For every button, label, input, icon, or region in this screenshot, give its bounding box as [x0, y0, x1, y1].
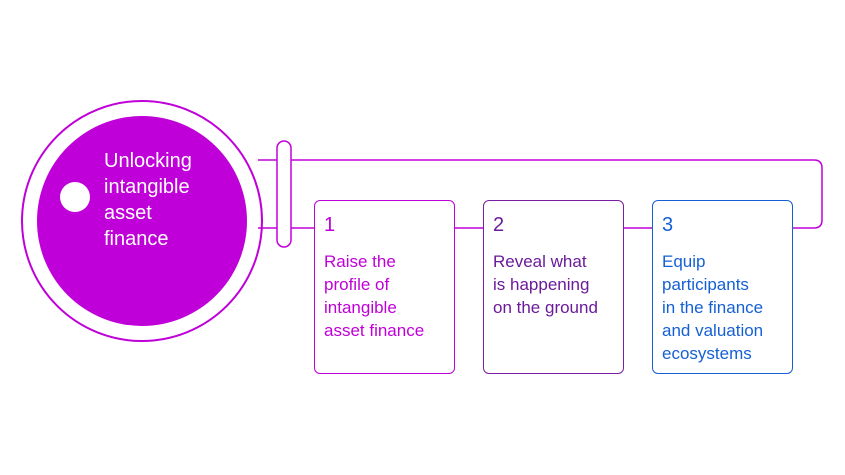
step-text-line: participants — [662, 273, 784, 296]
center-title-line: Unlocking — [104, 148, 244, 174]
step-text-line: on the ground — [493, 296, 615, 319]
step-text-line: in the finance — [662, 296, 784, 319]
step-number: 3 — [662, 213, 784, 237]
step-text-line: Raise the — [324, 250, 446, 273]
vertical-pill-bar — [277, 141, 291, 247]
step-text-line: profile of — [324, 273, 446, 296]
step-text-line: and valuation — [662, 319, 784, 342]
step-text: Reveal what is happening on the ground — [493, 250, 615, 319]
step-card-2: 2 Reveal what is happening on the ground — [483, 200, 624, 374]
step-card-1: 1 Raise the profile of intangible asset … — [314, 200, 455, 374]
step-text: Equip participants in the finance and va… — [662, 250, 784, 365]
step-number: 1 — [324, 213, 446, 237]
step-text-line: Reveal what — [493, 250, 615, 273]
step-number: 2 — [493, 213, 615, 237]
step-text-line: ecosystems — [662, 342, 784, 365]
step-text-line: is happening — [493, 273, 615, 296]
center-title-line: intangible — [104, 174, 244, 200]
center-title-line: asset — [104, 200, 244, 226]
step-text-line: asset finance — [324, 319, 446, 342]
step-text: Raise the profile of intangible asset fi… — [324, 250, 446, 342]
center-title-line: finance — [104, 226, 244, 252]
center-dot — [60, 182, 90, 212]
step-text-line: intangible — [324, 296, 446, 319]
center-title: Unlocking intangible asset finance — [104, 148, 244, 252]
step-card-3: 3 Equip participants in the finance and … — [652, 200, 793, 374]
step-text-line: Equip — [662, 250, 784, 273]
